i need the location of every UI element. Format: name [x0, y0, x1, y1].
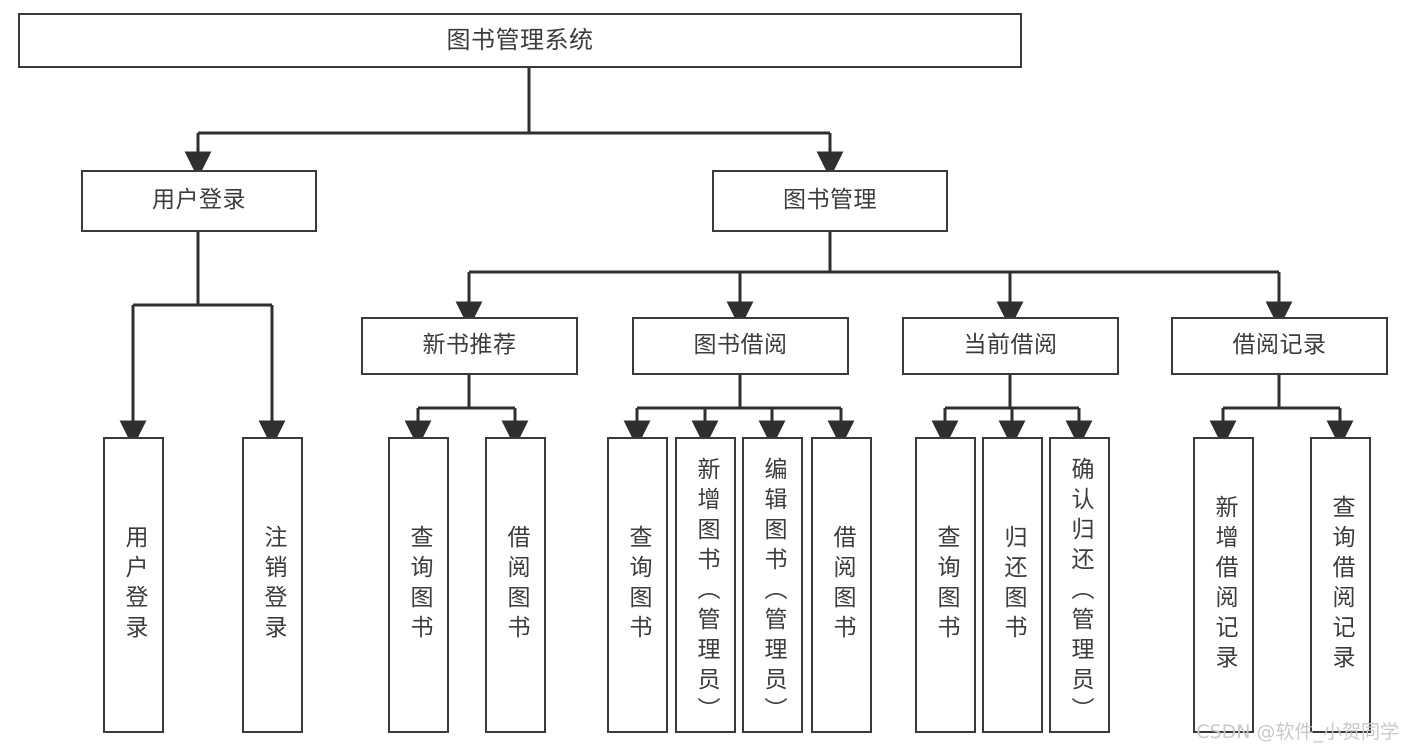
- leaf-label: 查询图书: [625, 525, 651, 645]
- leaf-label: 新增图书（管理员）: [693, 457, 719, 727]
- leaf-label: 归还图书: [1000, 525, 1026, 645]
- leaf-borrow-add-book-admin[interactable]: 新增图书（管理员）: [675, 437, 736, 733]
- leaf-label: 编辑图书（管理员）: [760, 457, 786, 727]
- node-user-login-label: 用户登录: [152, 187, 246, 214]
- node-borrow-records[interactable]: 借阅记录: [1171, 317, 1388, 375]
- leaf-current-confirm-return-admin[interactable]: 确认归还（管理员）: [1049, 437, 1110, 733]
- node-borrow-records-label: 借阅记录: [1232, 332, 1327, 359]
- node-current-borrow[interactable]: 当前借阅: [902, 317, 1119, 375]
- node-book-management-label: 图书管理: [783, 187, 877, 214]
- leaf-borrow-borrow-book[interactable]: 借阅图书: [811, 437, 872, 733]
- leaf-newbook-query-book[interactable]: 查询图书: [388, 437, 449, 733]
- leaf-label: 借阅图书: [503, 525, 529, 645]
- watermark: CSDN @软件_小贺同学: [1196, 721, 1399, 743]
- node-book-borrow[interactable]: 图书借阅: [632, 317, 849, 375]
- leaf-label: 确认归还（管理员）: [1067, 457, 1093, 727]
- leaf-records-query-record[interactable]: 查询借阅记录: [1310, 437, 1371, 733]
- leaf-borrow-edit-book-admin[interactable]: 编辑图书（管理员）: [742, 437, 803, 733]
- leaf-label: 查询图书: [933, 525, 959, 645]
- leaf-label: 新增借阅记录: [1211, 495, 1237, 675]
- leaf-label: 查询图书: [406, 525, 432, 645]
- node-new-book-recommend[interactable]: 新书推荐: [361, 317, 578, 375]
- leaf-label: 用户登录: [121, 525, 147, 645]
- leaf-current-query-book[interactable]: 查询图书: [915, 437, 976, 733]
- node-root-label: 图书管理系统: [446, 26, 594, 55]
- node-user-login[interactable]: 用户登录: [81, 170, 317, 232]
- leaf-label: 查询借阅记录: [1328, 495, 1354, 675]
- leaf-records-add-record[interactable]: 新增借阅记录: [1193, 437, 1254, 733]
- leaf-user-login-signin[interactable]: 用户登录: [103, 437, 164, 733]
- node-root[interactable]: 图书管理系统: [18, 13, 1022, 68]
- leaf-label: 借阅图书: [829, 525, 855, 645]
- leaf-label: 注销登录: [260, 525, 286, 645]
- leaf-current-return-book[interactable]: 归还图书: [982, 437, 1043, 733]
- node-new-book-recommend-label: 新书推荐: [422, 332, 517, 359]
- node-current-borrow-label: 当前借阅: [963, 332, 1058, 359]
- node-book-management[interactable]: 图书管理: [712, 170, 948, 232]
- leaf-user-login-signout[interactable]: 注销登录: [242, 437, 303, 733]
- leaf-newbook-borrow-book[interactable]: 借阅图书: [485, 437, 546, 733]
- leaf-borrow-query-book[interactable]: 查询图书: [607, 437, 668, 733]
- node-book-borrow-label: 图书借阅: [693, 332, 788, 359]
